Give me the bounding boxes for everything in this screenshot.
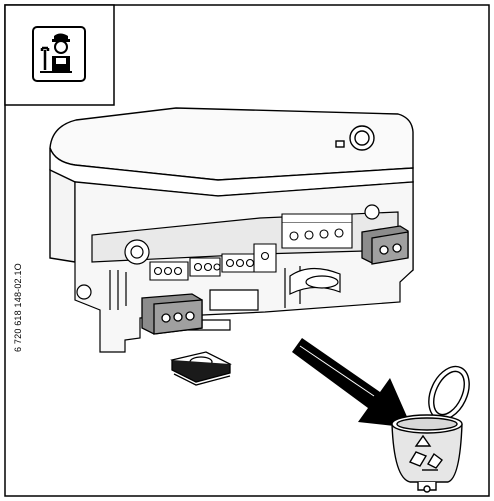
- installer-icon: [4, 4, 115, 106]
- arrow-right-down-icon: [292, 338, 412, 428]
- terminal-blocks: [149, 213, 353, 281]
- recycle-bin-icon: [391, 365, 470, 493]
- plug-left: [141, 293, 203, 335]
- outer-frame: [4, 4, 490, 497]
- reference-code: 6 720 618 148-02.1O: [13, 263, 23, 352]
- removed-clip: [170, 351, 232, 386]
- plug-right: [361, 225, 409, 265]
